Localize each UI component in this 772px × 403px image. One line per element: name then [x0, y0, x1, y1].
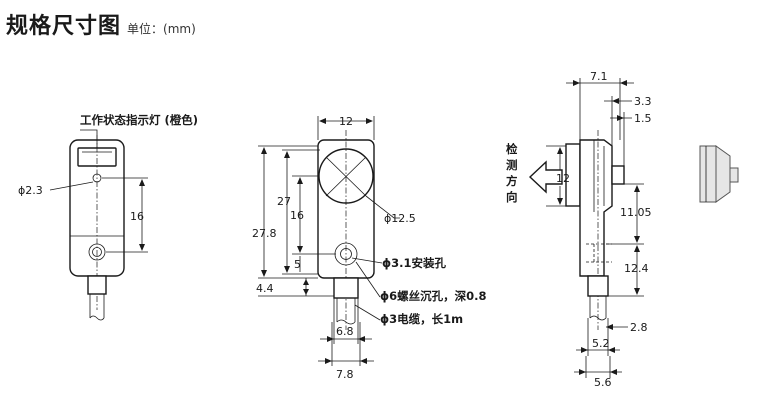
front-cable-label: ϕ3电缆，长1m: [380, 312, 463, 326]
front-counterbore-label: ϕ6螺丝沉孔，深0.8: [380, 289, 487, 303]
page-title: 规格尺寸图: [6, 14, 122, 39]
detect-direction-2: 测: [506, 158, 518, 172]
side-mid-height: 11.05: [620, 206, 652, 219]
side-cable-boot: [587, 275, 609, 297]
product-thumbnail: [699, 145, 739, 203]
side-step-a: 3.3: [634, 95, 652, 108]
front-upper-height: 16: [290, 209, 304, 222]
side-nub: [611, 165, 625, 185]
front-width-12: 12: [339, 115, 353, 128]
side-lower-height: 12.4: [624, 262, 649, 275]
unit-label: 单位：(mm): [127, 22, 196, 36]
front-body-height: 27: [277, 195, 291, 208]
detect-direction-3: 方: [506, 174, 518, 188]
side-view-body: [579, 139, 613, 277]
detect-direction-4: 向: [506, 190, 518, 204]
left-hole-dia: ϕ2.3: [18, 184, 43, 197]
left-height-16: 16: [130, 210, 144, 223]
header: 规格尺寸图 单位：(mm): [6, 8, 196, 40]
side-bottom-inner: 5.2: [592, 337, 610, 350]
side-step-b: 1.5: [634, 112, 652, 125]
detect-direction-arrow: [528, 160, 563, 194]
left-view: 工作状态指示灯 (橙色) ϕ2.3 16: [18, 113, 198, 321]
front-mount-hole-label: ϕ3.1安装孔: [382, 256, 447, 270]
front-view: 12 27.8 27 16 5 4.4 ϕ12.5: [252, 115, 487, 381]
front-total-height: 27.8: [252, 227, 277, 240]
front-face-dia: ϕ12.5: [384, 212, 416, 225]
front-lower-height: 5: [294, 258, 301, 271]
left-cable-boot: [87, 275, 107, 295]
front-cable-width-outer: 7.8: [336, 368, 354, 381]
side-bottom-outer: 5.6: [594, 376, 612, 389]
side-view: 检 测 方 向 7.1 3.3: [506, 70, 652, 389]
side-sense-width: 12: [556, 172, 570, 185]
detect-direction-1: 检: [506, 142, 518, 156]
indicator-label: 工作状态指示灯 (橙色): [80, 113, 198, 127]
front-cable-offset: 4.4: [256, 282, 274, 295]
side-cable-offset: 2.8: [630, 321, 648, 334]
front-cable-boot: [333, 277, 359, 299]
side-top-width: 7.1: [590, 70, 608, 83]
front-cable-width-inner: 6.8: [336, 325, 354, 338]
